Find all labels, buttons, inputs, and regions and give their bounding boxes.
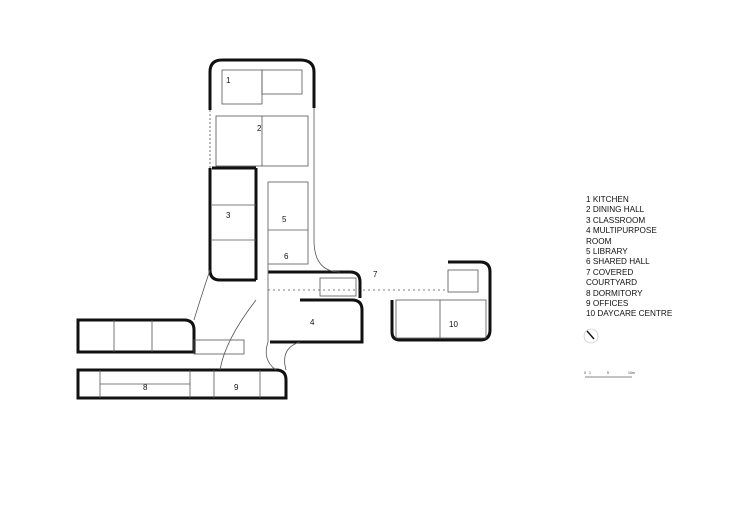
legend-item: 3 CLASSROOM: [586, 215, 646, 225]
legend-item: 5 LIBRARY: [586, 247, 628, 257]
legend-item: 8 DORMITORY: [586, 288, 643, 298]
north-arrow-icon: [583, 328, 599, 344]
legend-item: 1 KITCHEN: [586, 195, 629, 204]
legend-item: COURTYARD: [586, 278, 638, 288]
room-number-6: 6: [284, 252, 289, 261]
interior-walls: [99, 69, 487, 398]
room-number-2: 2: [257, 124, 262, 133]
legend-item: 9 OFFICES: [586, 299, 629, 309]
svg-text:1: 1: [589, 371, 591, 375]
legend-item: 2 DINING HALL: [586, 205, 645, 215]
svg-text:5: 5: [607, 371, 609, 375]
legend-item: 7 COVERED: [586, 267, 634, 277]
legend-item: 6 SHARED HALL: [586, 257, 650, 267]
exterior-walls: [76, 58, 492, 400]
svg-text:0: 0: [584, 371, 586, 375]
room-number-9: 9: [234, 383, 239, 392]
scale-bar: 0 1 5 10m: [584, 371, 635, 378]
room-labels: 1 2 3 4 5 6 7 8 9 10: [143, 76, 458, 392]
legend-item: 4 MULTIPURPOSE: [586, 226, 657, 236]
room-number-10: 10: [449, 320, 458, 329]
room-number-7: 7: [373, 270, 378, 279]
room-number-8: 8: [143, 383, 148, 392]
room-legend: 1 KITCHEN 2 DINING HALL 3 CLASSROOM 4 MU…: [586, 195, 672, 320]
room-number-1: 1: [226, 76, 231, 85]
room-number-5: 5: [282, 215, 287, 224]
room-number-4: 4: [310, 318, 315, 327]
legend-item: 10 DAYCARE CENTRE: [586, 309, 673, 319]
legend-item: ROOM: [586, 236, 612, 246]
room-number-3: 3: [226, 211, 231, 220]
svg-text:10m: 10m: [628, 371, 635, 375]
